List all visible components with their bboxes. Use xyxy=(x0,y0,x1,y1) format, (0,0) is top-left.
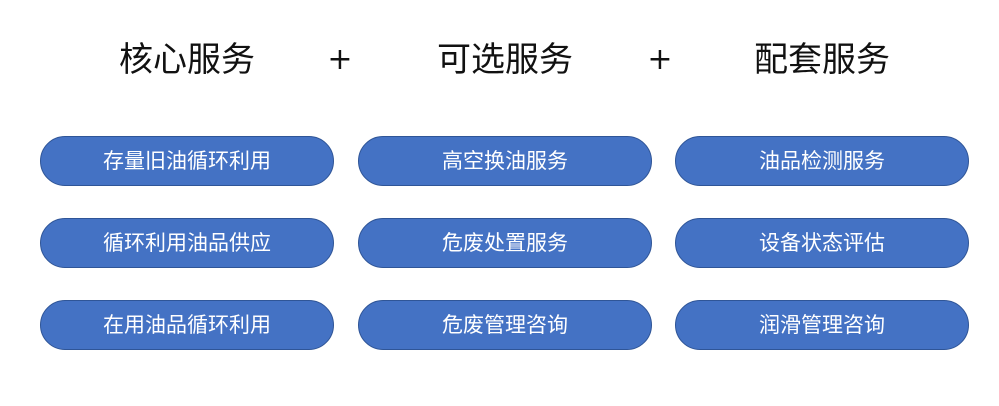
supporting-service-item-3: 润滑管理咨询 xyxy=(675,300,969,350)
core-service-item-1: 存量旧油循环利用 xyxy=(40,136,334,186)
supporting-service-item-1: 油品检测服务 xyxy=(675,136,969,186)
plus-sign-2: + xyxy=(647,42,673,77)
plus-sign-1: + xyxy=(327,42,353,77)
supporting-service-item-2: 设备状态评估 xyxy=(675,218,969,268)
optional-service-item-3: 危废管理咨询 xyxy=(358,300,652,350)
core-service-item-2: 循环利用油品供应 xyxy=(40,218,334,268)
optional-service-item-1: 高空换油服务 xyxy=(358,136,652,186)
optional-service-item-2: 危废处置服务 xyxy=(358,218,652,268)
header-core-services: 核心服务 xyxy=(119,40,255,80)
core-service-item-3: 在用油品循环利用 xyxy=(40,300,334,350)
header-optional-services: 可选服务 xyxy=(437,40,573,80)
header-supporting-services: 配套服务 xyxy=(754,40,890,80)
